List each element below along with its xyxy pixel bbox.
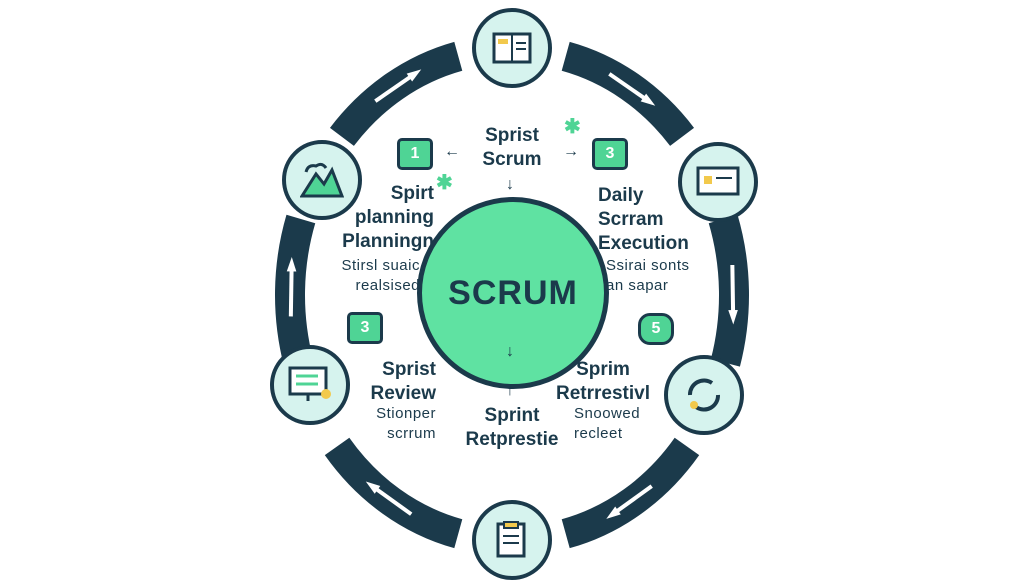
- ring-arrow-icon: [374, 72, 416, 103]
- ring-arrowhead-icon: [286, 257, 297, 272]
- scrum-center-circle: SCRUM: [417, 197, 609, 389]
- book-icon: [472, 8, 552, 88]
- ring-arrow-icon: [288, 264, 294, 317]
- ring-arrowhead-icon: [406, 69, 422, 82]
- ring-arrowhead-icon: [640, 93, 656, 106]
- arrow-up-icon: ↑: [506, 382, 514, 399]
- ring-arrowhead-icon: [606, 506, 621, 519]
- ring-arrow-icon: [730, 264, 736, 317]
- badge-1: 1: [397, 138, 433, 170]
- badge-3-bottom: 3: [347, 312, 383, 344]
- ring-arrowhead-icon: [728, 309, 738, 325]
- arrow-right-icon: →: [563, 143, 579, 160]
- arrow-down-icon: ↓: [506, 176, 514, 193]
- arrow-left-icon: ←: [444, 143, 460, 160]
- cycle-icon: [664, 355, 744, 435]
- arrow-down-center-icon: ↓: [506, 343, 514, 360]
- ring-arc-segment: [324, 437, 463, 549]
- badge-3-top: 3: [592, 138, 628, 170]
- mountain-icon: [282, 140, 362, 220]
- ring-arc-segment: [561, 437, 700, 549]
- badge-5: 5: [638, 313, 674, 345]
- documents-icon: [472, 500, 552, 580]
- ring-arrow-icon: [611, 484, 653, 516]
- ring-arrowhead-icon: [365, 481, 381, 494]
- center-label: SCRUM: [448, 273, 578, 312]
- computer-icon: [270, 345, 350, 425]
- sparkle-icon: ✱: [436, 172, 453, 194]
- ring-arrow-icon: [608, 72, 650, 103]
- ring-arrow-icon: [371, 484, 413, 516]
- ring-arc-segment: [561, 41, 695, 147]
- monitor-icon: [678, 142, 758, 222]
- ring-arc-segment: [329, 41, 463, 147]
- sparkle-icon: ✱: [564, 116, 581, 138]
